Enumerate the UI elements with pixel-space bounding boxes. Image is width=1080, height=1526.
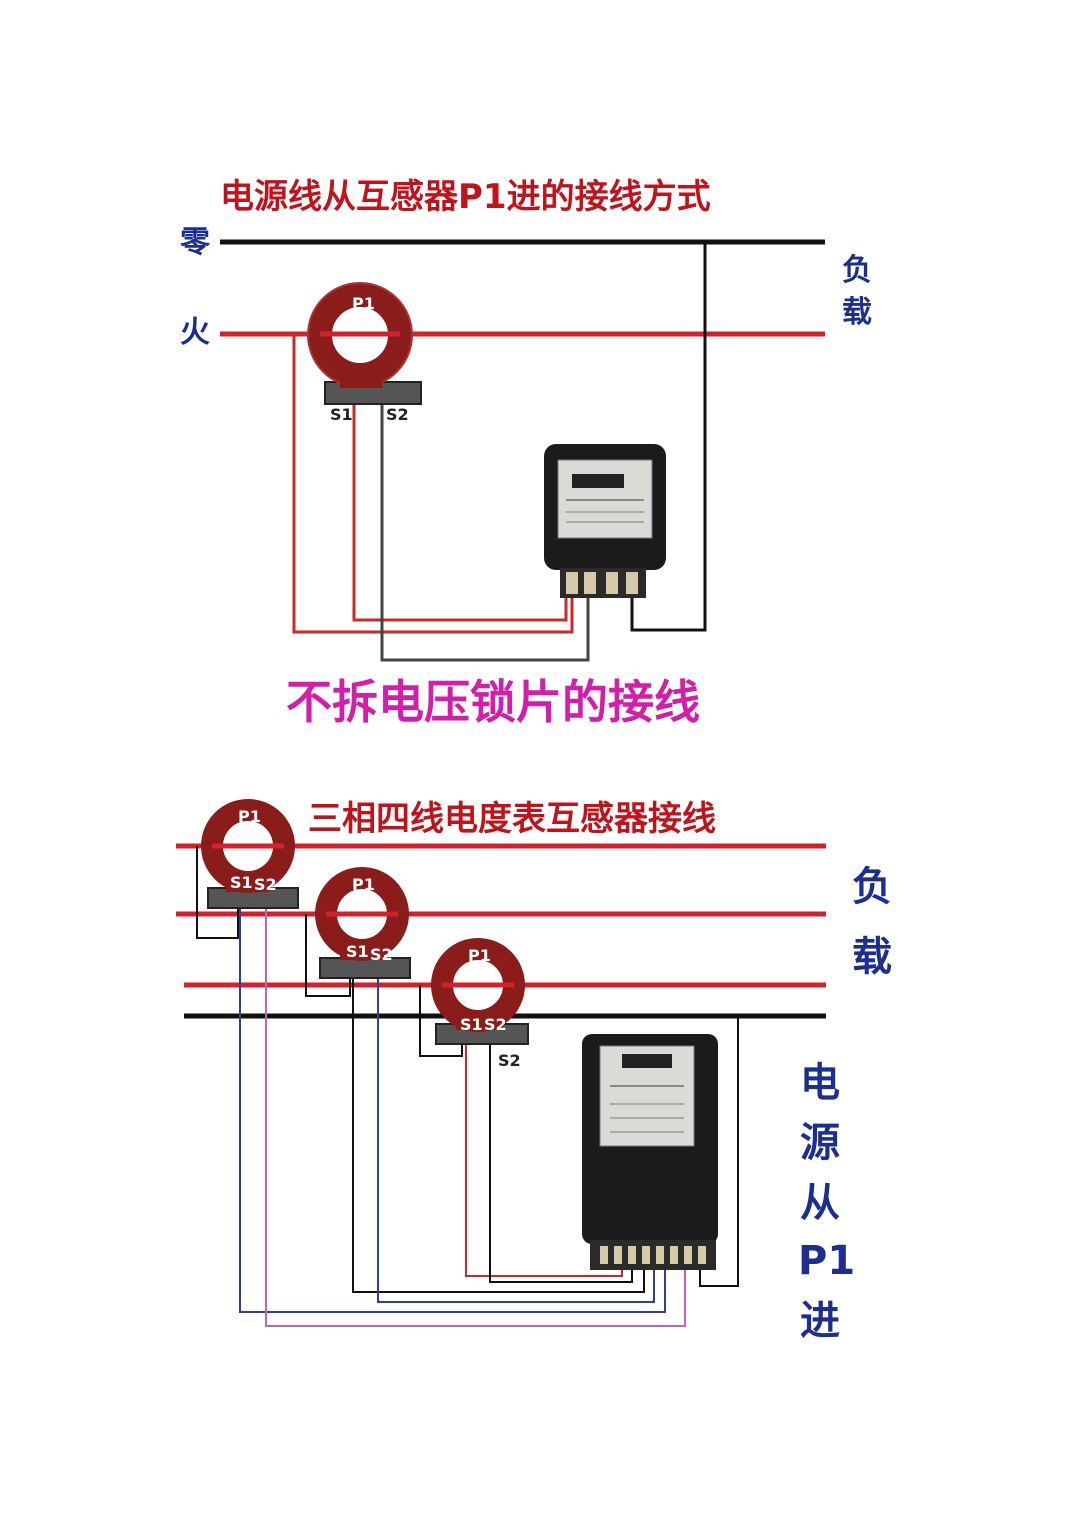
meter-terminal <box>600 1246 608 1264</box>
meter-terminal <box>698 1246 706 1264</box>
current-transformer-b: P1 S1 S2 <box>315 867 411 979</box>
ct-p1-label: P1 <box>468 946 491 965</box>
meter-terminal <box>684 1246 692 1264</box>
ct-s1-label: S1 <box>330 405 353 424</box>
ct-s1-wire <box>352 392 568 622</box>
ct-mount-bracket <box>319 957 411 979</box>
meter-terminal <box>566 572 578 594</box>
ct-s2-label: S2 <box>386 405 409 424</box>
ct-s2-label: S2 <box>370 945 393 964</box>
diagram1-title: 电源线从互感器P1进的接线方式 <box>220 177 711 217</box>
meter-terminal <box>606 572 618 594</box>
ct-a-s2-wire <box>265 900 686 1327</box>
side-text-1: 电 <box>800 1060 840 1106</box>
ct-s2-wire <box>380 392 590 662</box>
meter-counter <box>572 474 624 488</box>
load-label-bottom: 载 <box>842 295 872 330</box>
load-label-top: 负 <box>842 253 872 288</box>
ct-p1-label: P1 <box>238 807 261 826</box>
ct-b-s2-wire <box>377 972 655 1303</box>
phase-c-tap-wire <box>419 985 463 1057</box>
ct-a-s1-wire <box>239 900 666 1313</box>
meter-terminal <box>614 1246 622 1264</box>
neutral-drop-wire <box>699 1016 739 1287</box>
ct-base <box>456 1010 504 1030</box>
meter-terminal <box>584 572 596 594</box>
side-text-3: 从 <box>800 1180 840 1226</box>
load-label-top: 负 <box>852 864 892 910</box>
side-text-2: 源 <box>800 1120 840 1166</box>
phase-a-tap-wire <box>196 846 239 939</box>
current-transformer-a: P1 S1 S2 <box>201 799 299 909</box>
diagram-single-phase: 电源线从互感器P1进的接线方式 零 火 负 载 P1 S1 S2 <box>180 177 872 729</box>
ct-s2-label: S2 <box>254 875 277 894</box>
meter-counter <box>622 1054 672 1068</box>
side-text-5: 进 <box>800 1298 840 1344</box>
phase-b-tap-wire <box>305 914 351 997</box>
live-tap-wire <box>292 334 574 634</box>
ct-p1-label: P1 <box>352 875 375 894</box>
ct-s2-label: S2 <box>484 1015 507 1034</box>
neutral-label: 零 <box>180 225 211 260</box>
single-phase-meter <box>544 444 666 598</box>
diagram2-title: 三相四线电度表互感器接线 <box>308 799 716 839</box>
current-transformer: P1 <box>307 282 422 405</box>
ct-s1-label: S1 <box>460 1015 483 1034</box>
load-label-bottom: 载 <box>852 934 892 980</box>
side-text-4: P1 <box>798 1238 855 1284</box>
live-label: 火 <box>180 315 210 350</box>
extra-s2-label: S2 <box>498 1051 521 1070</box>
current-transformer-c: P1 S1 S2 <box>431 938 529 1045</box>
ct-c-s2-wire <box>489 1038 633 1283</box>
three-phase-meter <box>582 1034 718 1270</box>
meter-terminal <box>642 1246 650 1264</box>
ct-b-s1-wire <box>352 972 645 1293</box>
meter-terminal-block <box>590 1240 716 1270</box>
meter-terminal <box>626 572 638 594</box>
meter-terminal <box>670 1246 678 1264</box>
meter-terminal <box>628 1246 636 1264</box>
ct-base <box>340 940 384 960</box>
ct-base <box>226 872 270 892</box>
ct-s1-label: S1 <box>346 942 369 961</box>
ct-s1-label: S1 <box>230 873 253 892</box>
ct-c-s1-wire <box>465 1038 623 1277</box>
ct-p1-label: P1 <box>352 294 375 313</box>
meter-terminal <box>656 1246 664 1264</box>
diagram-three-phase: 三相四线电度表互感器接线 负 载 P1 S1 S2 <box>176 799 892 1344</box>
neutral-drop-wire <box>630 242 707 632</box>
ct-base <box>340 370 382 388</box>
diagram1-caption: 不拆电压锁片的接线 <box>286 675 700 729</box>
